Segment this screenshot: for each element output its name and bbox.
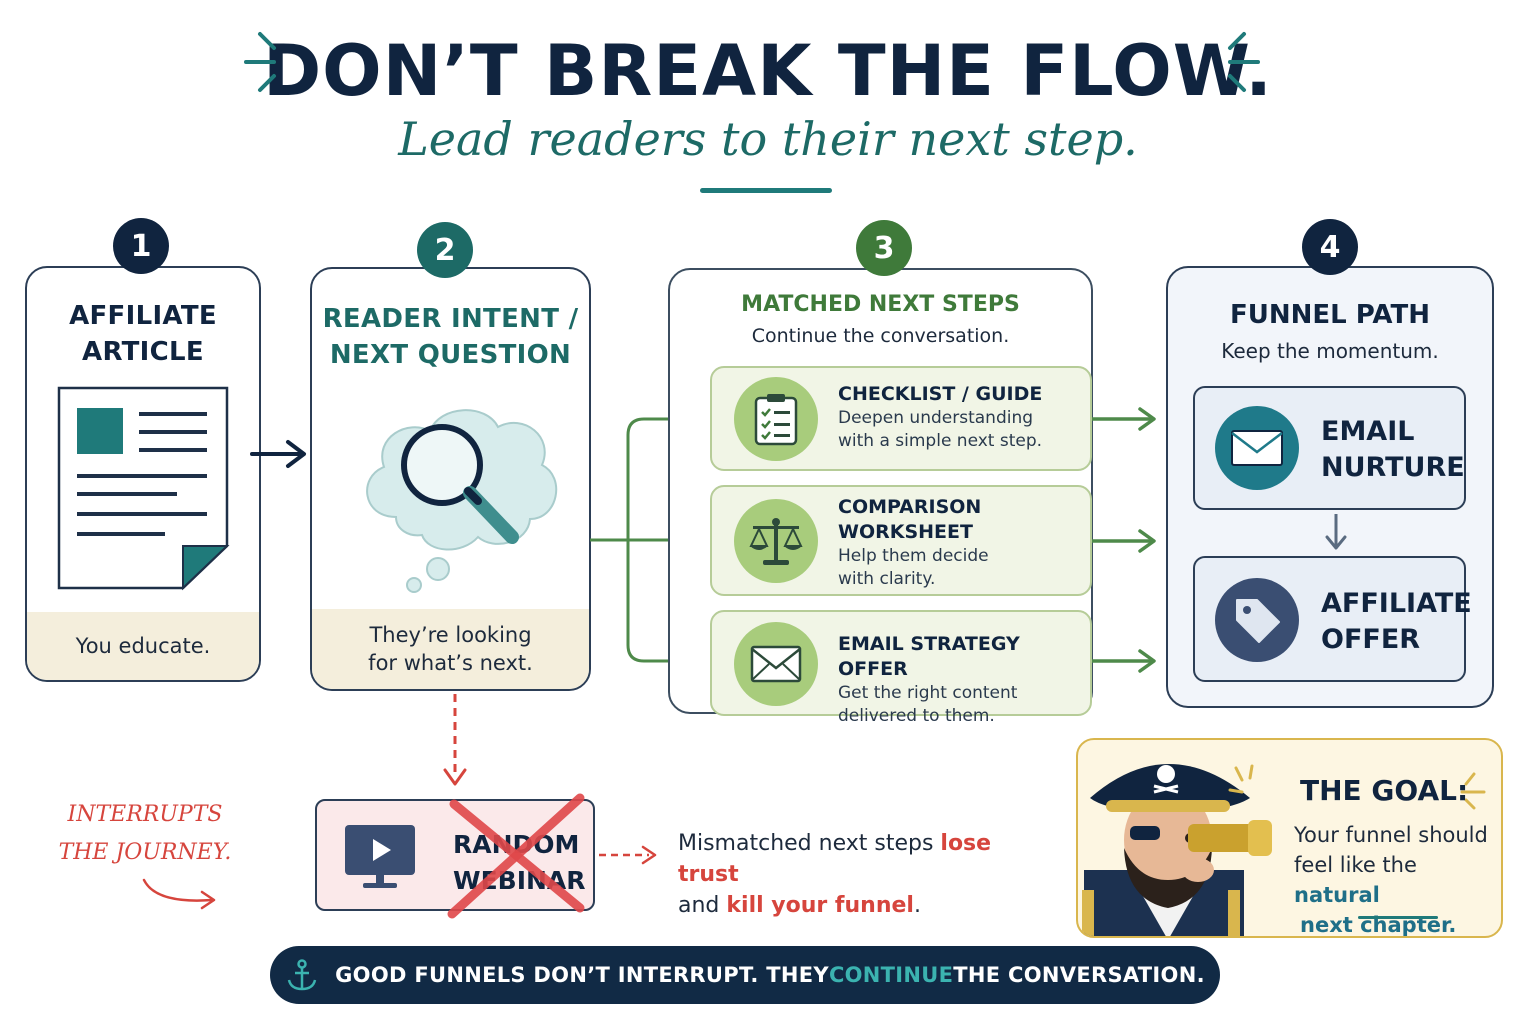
email-strategy-offer-option[interactable]: EMAIL STRATEGY OFFER Get the right conte… <box>710 610 1092 726</box>
email-nurture-box[interactable]: EMAIL NURTURE <box>1193 386 1466 510</box>
goal-underline <box>1358 916 1438 919</box>
emphasis-strokes-left-icon <box>244 32 276 92</box>
envelope-icon <box>1231 430 1283 466</box>
bottom-banner: GOOD FUNNELS DON’T INTERRUPT. THEY CONTI… <box>270 946 1220 1004</box>
step4-subtitle: Keep the momentum. <box>1221 339 1439 363</box>
step1-title: AFFILIATE ARTICLE <box>69 301 217 367</box>
red-x-cross-icon <box>447 793 585 919</box>
goal-title: THE GOAL: <box>1300 774 1469 807</box>
goal-text: Your funnel should feel like the natural… <box>1294 823 1488 937</box>
sparkle-lines-icon <box>1460 772 1486 810</box>
mismatch-warning: Mismatched next steps lose trust and kil… <box>678 831 992 918</box>
subtitle-underline <box>700 188 832 193</box>
goal-panel: THE GOAL: Your funnel should feel like t… <box>1076 738 1503 938</box>
step2-footer: They’re looking for what’s next. <box>312 609 589 689</box>
clipboard-checklist-icon <box>754 394 798 446</box>
step2-badge: 2 <box>417 222 473 278</box>
comparison-worksheet-option[interactable]: COMPARISON WORKSHEET Help them decide wi… <box>710 485 1092 596</box>
step2-card: READER INTENT / NEXT QUESTION They’re lo… <box>310 267 591 691</box>
step2-title: READER INTENT / NEXT QUESTION <box>322 304 579 370</box>
envelope-icon <box>750 645 802 683</box>
step4-title: FUNNEL PATH <box>1229 300 1431 330</box>
checklist-guide-option[interactable]: CHECKLIST / GUIDE Deepen understanding w… <box>710 366 1092 471</box>
step1-footer: You educate. <box>27 612 259 680</box>
step1-badge: 1 <box>113 218 169 274</box>
step3-title: MATCHED NEXT STEPS <box>741 292 1020 317</box>
price-tag-icon <box>1236 599 1280 643</box>
step4-badge: 4 <box>1302 219 1358 275</box>
balance-scale-icon <box>749 518 803 565</box>
step3-to-step4-arrows-icon <box>1092 407 1156 673</box>
pirate-spyglass-icon <box>1082 764 1272 936</box>
affiliate-offer-box[interactable]: AFFILIATE OFFER <box>1193 556 1472 682</box>
arrow-right-icon <box>250 440 306 468</box>
thought-cloud-magnifier-icon <box>366 409 558 593</box>
video-monitor-icon <box>345 825 415 888</box>
document-icon <box>57 386 230 591</box>
dashed-arrow-down-icon <box>443 694 467 786</box>
step3-subtitle: Continue the conversation. <box>751 325 1010 347</box>
page-title: DON’T BREAK THE FLOW. <box>263 30 1273 112</box>
anchor-icon <box>287 959 317 991</box>
interrupts-journey-label: INTERRUPTS THE JOURNEY. <box>58 802 232 865</box>
dashed-arrow-right-icon <box>599 845 657 865</box>
emphasis-strokes-right-icon <box>1228 32 1260 92</box>
step1-card: AFFILIATE ARTICLE You educate. <box>25 266 261 682</box>
step3-badge: 3 <box>856 220 912 276</box>
arrow-down-icon <box>1325 514 1347 550</box>
sparkle-lines-icon <box>1228 764 1254 794</box>
curved-arrow-icon <box>142 878 216 910</box>
page-subtitle: Lead readers to their next step. <box>398 112 1138 166</box>
